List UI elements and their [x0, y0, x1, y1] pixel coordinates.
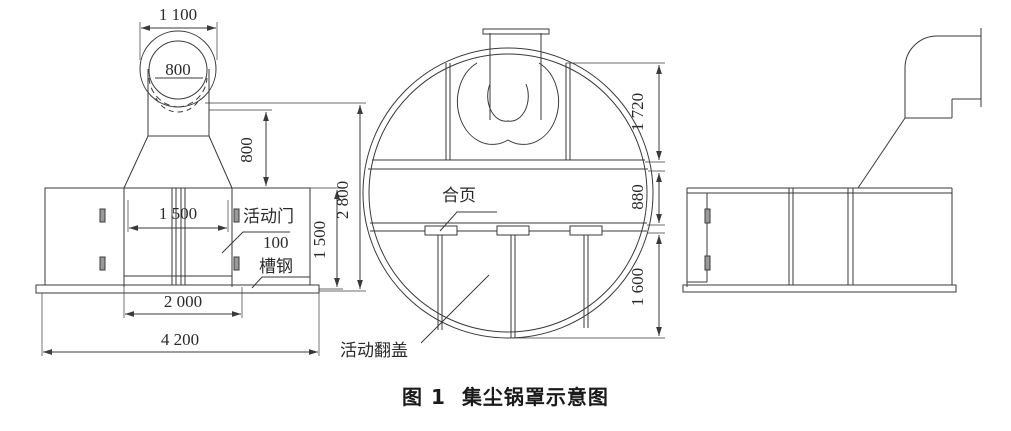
leader-hinge — [439, 211, 497, 232]
plan-duct-flange — [482, 28, 550, 35]
label-hinge: 合页 — [442, 186, 476, 206]
dim-label-1500-height: 1 500 — [310, 221, 329, 259]
hinge-plan-right — [569, 225, 603, 236]
cone-right-edge — [208, 135, 233, 189]
stack-hidden-arc-inner-right — [177, 97, 201, 113]
figure-caption: 图 1 集尘锅罩示意图 — [0, 381, 1011, 410]
leader-flip-cover — [420, 274, 490, 344]
circular-plan-view — [362, 28, 665, 344]
dim-label-1500-width: 1 500 — [159, 204, 197, 223]
dim-label-4200: 4 200 — [161, 330, 199, 349]
side-cone-slope — [857, 117, 906, 189]
stack-hidden-arc-left — [148, 77, 179, 108]
side-elevation-view — [682, 28, 982, 293]
dim-label-1720: 1 720 — [628, 93, 647, 131]
hinge-side-upper — [704, 208, 711, 224]
figure-caption-number: 图 1 — [402, 385, 446, 409]
dim-label-1100: 1 100 — [159, 5, 197, 24]
stack-hidden-arc-inner-left — [155, 97, 179, 113]
hinge-front-right-lower — [233, 256, 240, 271]
dim-label-2800: 2 800 — [333, 181, 352, 219]
hinge-front-left-upper — [99, 208, 106, 223]
front-elevation-view — [35, 22, 366, 356]
side-duct-elbow-outer — [904, 35, 981, 118]
stack-inner-circle — [148, 40, 208, 100]
dim-label-2000: 2 000 — [164, 292, 202, 311]
shell-outer-circle — [362, 47, 654, 339]
hinge-front-left-lower — [99, 256, 106, 271]
throat-inner-arc — [487, 83, 529, 122]
hinge-plan-center — [496, 225, 530, 236]
label-channel-steel-size: 100 — [263, 233, 289, 252]
leader-movable-door — [221, 231, 290, 254]
shell-inner-circle — [368, 53, 648, 333]
dim-label-1600: 1 600 — [628, 268, 647, 306]
label-channel-steel: 槽钢 — [259, 257, 293, 277]
dim-label-800-neck-height: 800 — [237, 137, 256, 163]
side-base-plate — [682, 284, 957, 293]
label-movable-door: 活动门 — [243, 207, 294, 227]
dim-label-880: 880 — [628, 184, 647, 210]
dim-label-800-diameter: 800 — [165, 60, 191, 79]
figure-caption-title: 集尘锅罩示意图 — [461, 385, 609, 409]
hinge-side-lower — [704, 255, 711, 271]
leader-channel-steel — [251, 276, 310, 289]
stack-hidden-arc-right — [177, 77, 208, 108]
throat-outer-arc — [456, 62, 560, 145]
label-movable-flip-cover: 活动翻盖 — [340, 341, 408, 361]
cone-left-edge — [123, 135, 149, 189]
hinge-front-right-upper — [233, 208, 240, 223]
